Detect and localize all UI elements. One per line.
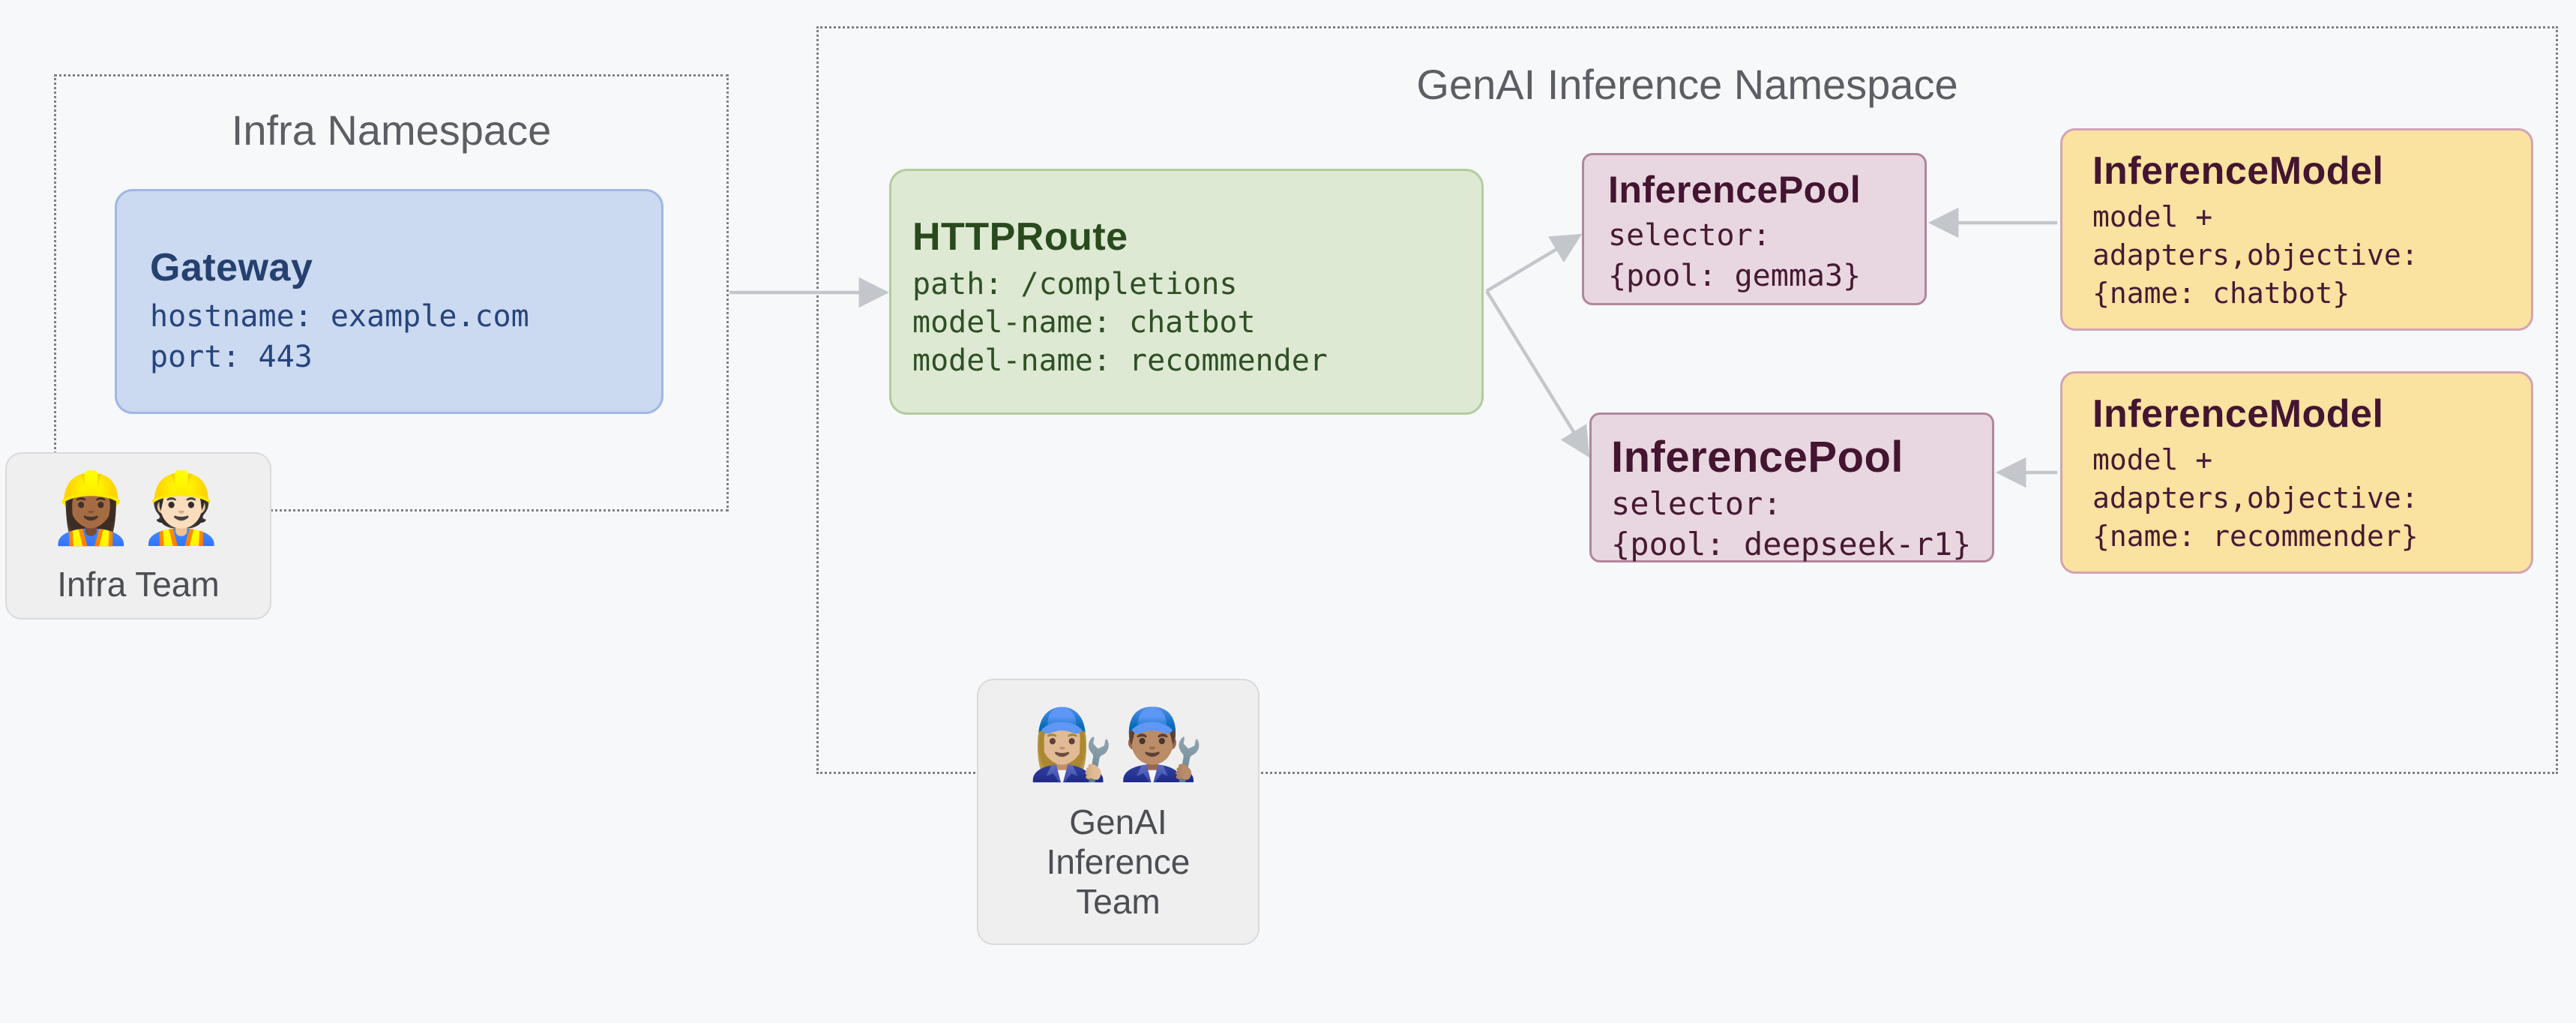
infra-team-label: Infra Team: [57, 565, 220, 604]
httproute-title: HTTPRoute: [912, 215, 1128, 259]
genai-team-label: GenAI Inference Team: [978, 802, 1258, 922]
inference-pool-1-node: InferencePool selector: {pool: gemma3}: [1582, 153, 1927, 305]
inference-pool-2-node: InferencePool selector: {pool: deepseek-…: [1589, 412, 1994, 562]
httproute-path-line: path: /completions: [912, 267, 1238, 302]
genai-team-label-line-3: Team: [1076, 882, 1161, 921]
inference-model-2-model-line: model +: [2092, 443, 2213, 476]
inference-model-2-title: InferenceModel: [2092, 392, 2384, 436]
genai-team-label-line-2: Inference: [1046, 842, 1191, 881]
inference-model-2-node: InferenceModel model + adapters,objectiv…: [2060, 371, 2533, 574]
construction-workers-emoji: 👷🏾‍♀️👷🏻: [47, 470, 229, 547]
httproute-node: HTTPRoute path: /completions model-name:…: [889, 169, 1484, 415]
inference-model-1-model-line: model +: [2092, 200, 2213, 233]
genai-namespace-title: GenAI Inference Namespace: [1416, 61, 1958, 108]
inference-model-2-adapters-line: adapters,objective:: [2092, 482, 2419, 514]
genai-namespace-box: GenAI Inference Namespace: [816, 26, 2558, 774]
inference-model-1-name-line: {name: chatbot}: [2092, 277, 2350, 310]
inference-model-1-node: InferenceModel model + adapters,objectiv…: [2060, 128, 2533, 331]
httproute-model-recommender-line: model-name: recommender: [912, 344, 1328, 378]
gateway-port-line: port: 443: [150, 340, 313, 374]
inference-model-1-title: InferenceModel: [2092, 149, 2384, 193]
inference-model-2-name-line: {name: recommender}: [2092, 520, 2419, 553]
inference-pool-2-title: InferencePool: [1611, 433, 1904, 482]
httproute-model-chatbot-line: model-name: chatbot: [912, 305, 1256, 340]
inference-pool-2-pool-line: {pool: deepseek-r1}: [1611, 526, 1972, 562]
gateway-title: Gateway: [150, 246, 313, 290]
infra-namespace-title: Infra Namespace: [231, 106, 552, 154]
mechanics-emoji: 👩🏼‍🔧👨🏽‍🔧: [1027, 706, 1209, 783]
inference-pool-2-selector-line: selector:: [1611, 485, 1782, 522]
genai-inference-team-card: 👩🏼‍🔧👨🏽‍🔧 GenAI Inference Team: [977, 679, 1260, 945]
inference-model-1-adapters-line: adapters,objective:: [2092, 238, 2419, 272]
inference-pool-1-title: InferencePool: [1608, 169, 1862, 211]
inference-pool-1-selector-line: selector:: [1608, 218, 1771, 253]
genai-team-label-line-1: GenAI: [1069, 802, 1167, 842]
gateway-node: Gateway hostname: example.com port: 443: [115, 189, 663, 414]
gateway-hostname-line: hostname: example.com: [150, 299, 529, 334]
infra-team-card: 👷🏾‍♀️👷🏻 Infra Team: [5, 452, 271, 620]
infra-namespace-box: Infra Namespace: [54, 74, 729, 512]
inference-pool-1-pool-line: {pool: gemma3}: [1608, 259, 1862, 293]
